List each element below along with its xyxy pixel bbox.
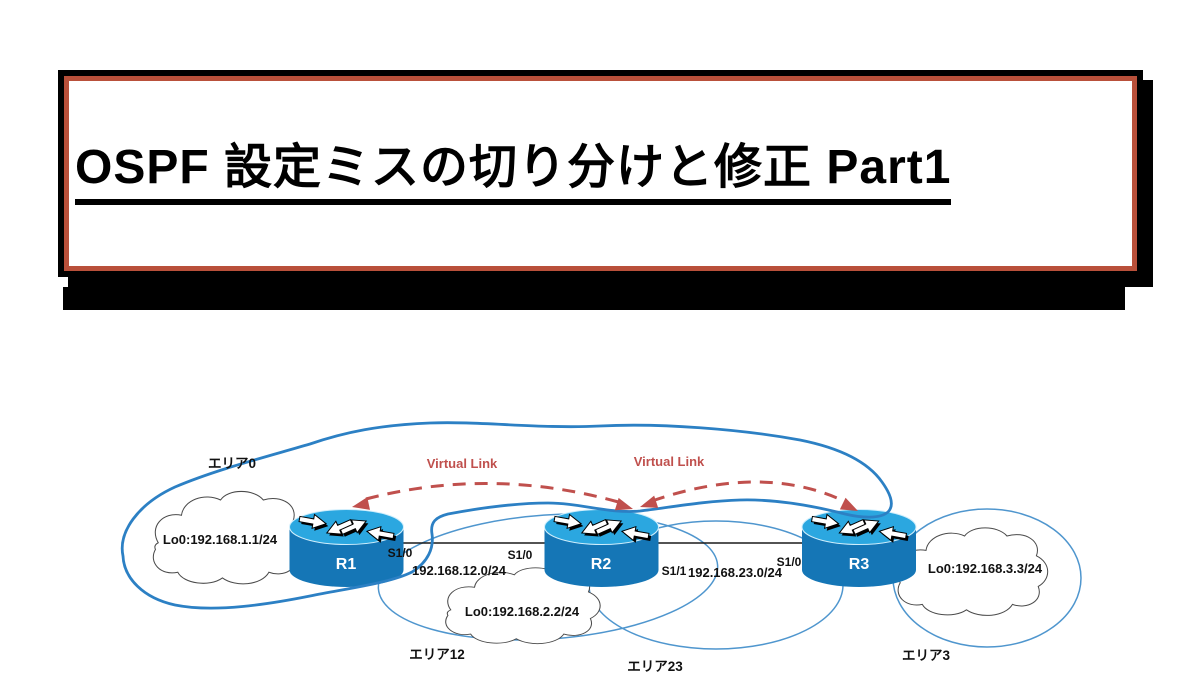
virtual-link-arrowhead-r2-left xyxy=(614,497,633,511)
label-area12: エリア12 xyxy=(409,647,465,662)
label-if-r2-s10: S1/0 xyxy=(508,548,533,562)
label-virtual-link-2: Virtual Link xyxy=(634,454,705,469)
router-r3-icon xyxy=(802,510,916,588)
title-banner-inner: OSPF 設定ミスの切り分けと修正 Part1 xyxy=(64,76,1137,271)
virtual-link-arrowhead-r1 xyxy=(352,497,370,510)
label-router-r3: R3 xyxy=(849,556,870,573)
label-if-r3-s10: S1/0 xyxy=(777,555,802,569)
area0-boundary xyxy=(120,421,893,610)
virtual-link-r2-r3 xyxy=(651,480,849,505)
label-router-r1: R1 xyxy=(336,556,357,573)
virtual-link-r1-r2 xyxy=(365,481,623,505)
label-loopback-r3: Lo0:192.168.3.3/24 xyxy=(928,561,1043,576)
label-virtual-link-1: Virtual Link xyxy=(427,456,498,471)
virtual-link-arrowhead-r3 xyxy=(839,497,858,511)
title-banner: OSPF 設定ミスの切り分けと修正 Part1 xyxy=(58,70,1143,277)
label-area3: エリア3 xyxy=(902,648,950,663)
label-loopback-r2: Lo0:192.168.2.2/24 xyxy=(465,604,580,619)
label-if-r1-s10: S1/0 xyxy=(388,546,413,560)
title-shadow-bar xyxy=(63,287,1125,310)
virtual-link-arrowhead-r2-right xyxy=(640,495,659,508)
label-area23: エリア23 xyxy=(627,659,683,674)
label-router-r2: R2 xyxy=(591,556,612,573)
label-net-12: 192.168.12.0/24 xyxy=(412,563,507,578)
label-loopback-r1: Lo0:192.168.1.1/24 xyxy=(163,532,278,547)
label-if-r2-s11: S1/1 xyxy=(662,564,687,578)
page-title: OSPF 設定ミスの切り分けと修正 Part1 xyxy=(75,141,952,205)
router-r2-icon xyxy=(545,510,659,588)
label-area0: エリア0 xyxy=(208,456,256,471)
label-net-23: 192.168.23.0/24 xyxy=(688,565,783,580)
router-r1-icon xyxy=(290,510,404,588)
